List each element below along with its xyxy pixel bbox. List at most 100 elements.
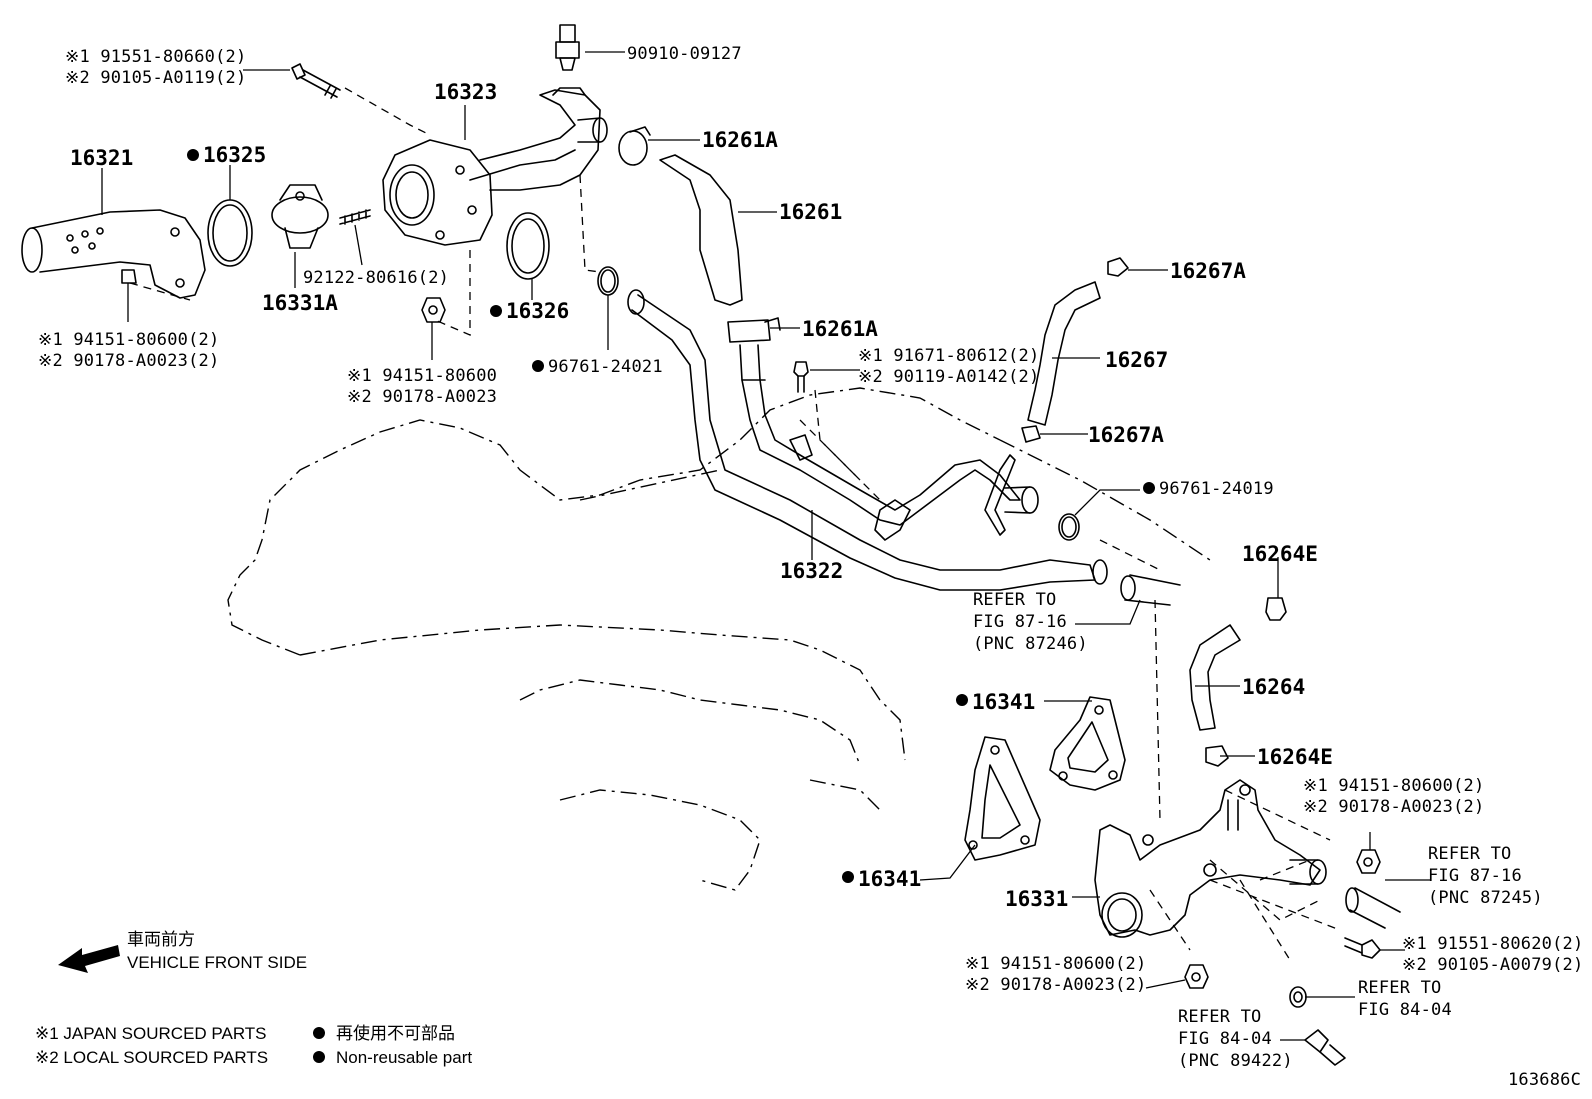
- label-bolt-top-j: ※1 91551-80660(2): [65, 47, 246, 67]
- label-90910-09127: 90910-09127: [627, 44, 742, 64]
- legend-nonreuse-en: Non-reusable part: [336, 1048, 472, 1067]
- label-16325: 16325: [203, 143, 266, 167]
- part-16341-gasket-low[interactable]: [964, 736, 1041, 861]
- part-bolt-91551-80620[interactable]: [1344, 937, 1381, 959]
- label-16341-low: 16341: [858, 867, 921, 891]
- assembly-dashed-lines: [129, 87, 1341, 961]
- vehicle-front-arrow-icon: [58, 945, 120, 973]
- label-16261A-top: 16261A: [702, 128, 778, 152]
- legend-dot-en: [313, 1051, 325, 1063]
- part-16261-hose[interactable]: [659, 154, 743, 306]
- part-96761-24019-oring[interactable]: [1058, 513, 1080, 541]
- label-16261: 16261: [779, 200, 842, 224]
- label-ref-87245-line2: FIG 87-16: [1428, 866, 1522, 886]
- label-ref-87245-line3: (PNC 87245): [1428, 888, 1543, 908]
- nonreusable-dot-96761-24021: [532, 360, 544, 372]
- label-ref-84-04-b-line2: FIG 84-04: [1178, 1029, 1272, 1049]
- label-16322: 16322: [780, 559, 843, 583]
- part-16267A-clamp-low[interactable]: [1021, 425, 1041, 443]
- label-ref-87246-line2: FIG 87-16: [973, 612, 1067, 632]
- label-ref-87246-line1: REFER TO: [973, 590, 1056, 610]
- nonreusable-dot-16341-low: [842, 871, 854, 883]
- part-16341-gasket-top[interactable]: [1049, 696, 1126, 791]
- label-bolt-top-l: ※2 90105-A0119(2): [65, 68, 246, 88]
- engine-outline: [227, 387, 1211, 891]
- label-bolt-mid-j: ※1 91671-80612(2): [858, 346, 1039, 366]
- part-90910-09127-sensor[interactable]: [555, 24, 580, 71]
- label-96761-24021: 96761-24021: [548, 357, 663, 377]
- nonreusable-dot-16325: [187, 149, 199, 161]
- label-bolt-mid-l: ※2 90119-A0142(2): [858, 367, 1039, 387]
- label-bolt-right-j: ※1 91551-80620(2): [1402, 934, 1583, 954]
- label-ref-84-04-a-line2: FIG 84-04: [1358, 1000, 1452, 1020]
- label-nut-bottom-j: ※1 94151-80600(2): [965, 954, 1146, 974]
- figure-id: 163686C: [1508, 1070, 1581, 1090]
- label-nut-mid-j: ※1 94151-80600: [347, 366, 497, 386]
- part-16264-hose[interactable]: [1189, 624, 1241, 731]
- part-16331-water-outlet[interactable]: [1094, 779, 1327, 938]
- part-16267-hose[interactable]: [1027, 281, 1101, 426]
- legend-japan-sourced: ※1 JAPAN SOURCED PARTS: [35, 1024, 267, 1043]
- part-92122-stud[interactable]: [339, 209, 371, 225]
- legend-nonreuse-jp: 再使用不可部品: [336, 1023, 455, 1043]
- part-96761-24021-oring[interactable]: [597, 266, 619, 296]
- part-16267A-clamp-top[interactable]: [1107, 257, 1129, 277]
- part-sensor-fig-84-04: [1304, 1029, 1346, 1066]
- label-bolt-right-l: ※2 90105-A0079(2): [1402, 955, 1583, 975]
- label-ref-84-04-b-line3: (PNC 89422): [1178, 1051, 1293, 1071]
- part-16322-water-pipe[interactable]: [627, 289, 1108, 591]
- part-labels: ※1 91551-80660(2) ※2 90105-A0119(2) 9091…: [38, 44, 1583, 1071]
- label-ref-84-04-a-line1: REFER TO: [1358, 978, 1441, 998]
- nonreusable-dot-16341-top: [956, 694, 968, 706]
- label-16341-top: 16341: [972, 690, 1035, 714]
- part-bolt-91671-80612[interactable]: [793, 361, 809, 393]
- label-ref-84-04-b-line1: REFER TO: [1178, 1007, 1261, 1027]
- hose-ref-87246: [1120, 574, 1181, 606]
- nonreusable-dot-96761-24019: [1143, 482, 1155, 494]
- legend: 車両前方 VEHICLE FRONT SIDE ※1 JAPAN SOURCED…: [35, 930, 472, 1067]
- label-16264E-top: 16264E: [1242, 542, 1318, 566]
- label-nut-right-l: ※2 90178-A0023(2): [1303, 797, 1484, 817]
- leader-lines: [101, 51, 1430, 1041]
- label-nut-right-j: ※1 94151-80600(2): [1303, 776, 1484, 796]
- legend-front-en: VEHICLE FRONT SIDE: [127, 953, 307, 972]
- part-washer-fig-84-04: [1289, 986, 1307, 1008]
- label-16323: 16323: [434, 80, 497, 104]
- label-nut-mid-l: ※2 90178-A0023: [347, 387, 497, 407]
- label-16267A-low: 16267A: [1088, 423, 1164, 447]
- legend-front-jp: 車両前方: [127, 930, 195, 949]
- legend-local-sourced: ※2 LOCAL SOURCED PARTS: [35, 1048, 268, 1067]
- label-nut-left-l: ※2 90178-A0023(2): [38, 351, 219, 371]
- hose-ref-87245: [1345, 887, 1401, 929]
- label-16267A-top: 16267A: [1170, 259, 1246, 283]
- part-nut-94151-80600-right[interactable]: [1356, 849, 1381, 874]
- label-16321: 16321: [70, 146, 133, 170]
- label-16326: 16326: [506, 299, 569, 323]
- part-16261A-clamp-low[interactable]: [727, 317, 781, 343]
- label-nut-left-j: ※1 94151-80600(2): [38, 330, 219, 350]
- part-16323-housing[interactable]: [382, 87, 608, 246]
- label-16267: 16267: [1105, 348, 1168, 372]
- part-16264E-clamp-low[interactable]: [1205, 745, 1229, 767]
- label-nut-bottom-l: ※2 90178-A0023(2): [965, 975, 1146, 995]
- label-ref-87245-line1: REFER TO: [1428, 844, 1511, 864]
- part-16325-gasket[interactable]: [207, 199, 253, 267]
- label-96761-24019: 96761-24019: [1159, 479, 1274, 499]
- label-16264E-low: 16264E: [1257, 745, 1333, 769]
- part-16321-water-inlet[interactable]: [21, 209, 206, 299]
- part-16264E-clamp-top[interactable]: [1265, 597, 1287, 621]
- part-16331A-thermostat[interactable]: [271, 184, 329, 249]
- label-16331: 16331: [1005, 887, 1068, 911]
- part-16326-gasket[interactable]: [506, 212, 550, 280]
- label-16331A: 16331A: [262, 291, 338, 315]
- label-16261A-low: 16261A: [802, 317, 878, 341]
- label-16264: 16264: [1242, 675, 1305, 699]
- legend-dot-jp: [313, 1027, 325, 1039]
- part-nut-94151-80600-mid[interactable]: [421, 297, 446, 323]
- part-16261A-clamp-top[interactable]: [618, 126, 651, 166]
- part-nut-94151-80600-bottom[interactable]: [1184, 964, 1209, 989]
- part-bolt-91551-80660[interactable]: [291, 63, 341, 99]
- label-92122-80616: 92122-80616(2): [303, 268, 449, 288]
- label-ref-87246-line3: (PNC 87246): [973, 634, 1088, 654]
